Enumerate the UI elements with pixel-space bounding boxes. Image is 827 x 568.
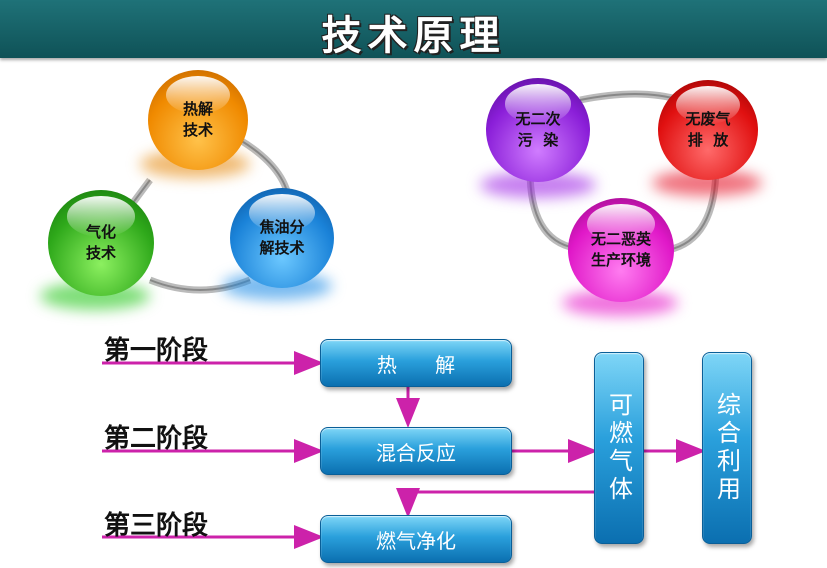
gas-purification-box: 燃气净化 — [320, 515, 512, 563]
page-title: 技术原理 — [321, 13, 506, 59]
stage-label-1: 第一阶段 — [104, 336, 209, 366]
pyrolysis-box: 热 解 — [320, 339, 512, 387]
gas-to-purify-arrow — [396, 488, 596, 518]
sphere-no-secondary-pollution: 无二次污 染 — [486, 78, 590, 182]
sphere-no-dioxin: 无二恶英生产环境 — [568, 198, 674, 302]
stage-label-2: 第二阶段 — [104, 424, 209, 454]
sphere-no-exhaust-gas: 无废气排 放 — [658, 80, 758, 180]
combustible-gas-box: 可燃气体 — [594, 352, 644, 544]
sphere-gasification-tech: 气化技术 — [48, 190, 154, 296]
sphere-tar-cracking-tech: 焦油分解技术 — [230, 188, 334, 288]
header-bar: 技术原理 — [0, 0, 827, 59]
stage-label-3: 第三阶段 — [104, 511, 209, 541]
sphere-pyrolysis-tech: 热解技术 — [148, 70, 248, 170]
mixing-reaction-box: 混合反应 — [320, 427, 512, 475]
comprehensive-usage-box: 综合利用 — [702, 352, 752, 544]
